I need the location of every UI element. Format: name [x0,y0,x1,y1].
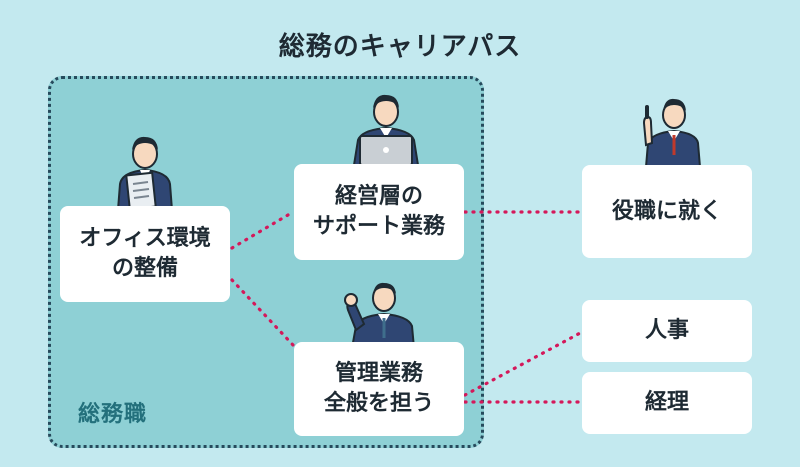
group-label: 総務職 [78,402,148,427]
diagram-title: 総務のキャリアパス [278,32,522,62]
person-raising-finger-icon [642,98,702,167]
person-fist-pump-icon [344,282,416,348]
connector-admin-hr [463,330,584,397]
node-take-position: 役職に就く [582,165,752,258]
node-management-work: 管理業務 全般を担う [294,342,464,436]
person-with-laptop-icon [352,94,420,165]
connector-office-admin [230,278,295,347]
node-human-resources: 人事 [582,300,752,362]
node-accounting: 経理 [582,372,752,434]
person-with-document-icon [116,136,174,210]
node-office-environment: オフィス環境 の整備 [60,206,230,302]
node-executive-support: 経営層の サポート業務 [294,164,464,260]
connector-office-support [230,210,295,250]
